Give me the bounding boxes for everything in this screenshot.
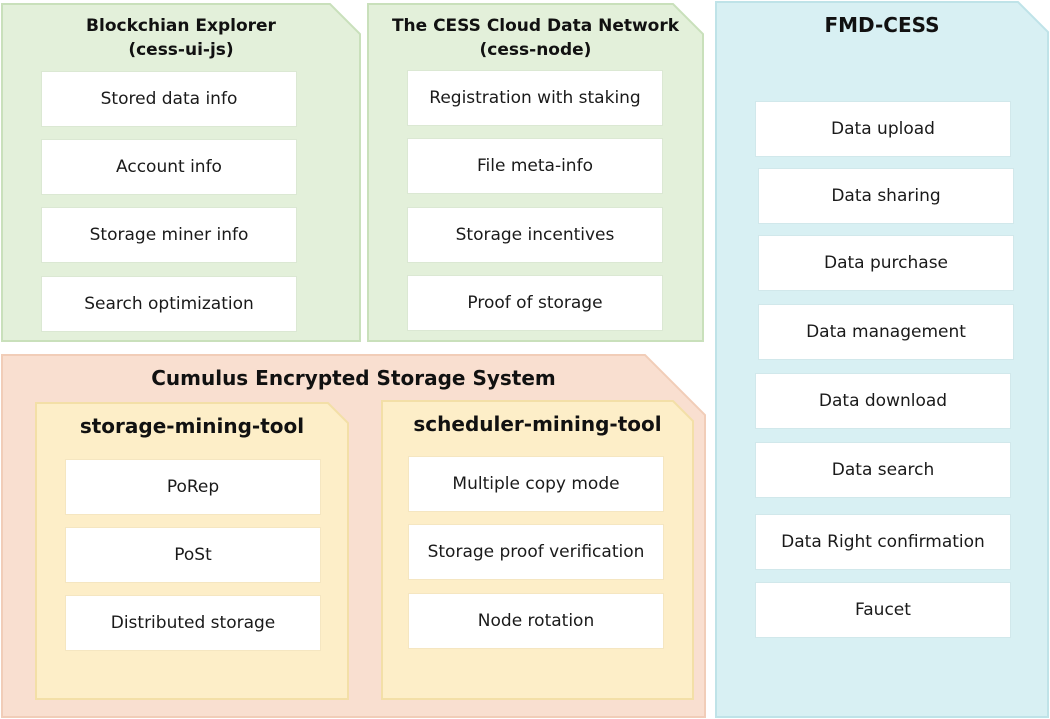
fmd-item-data-search: Data search	[756, 443, 1010, 497]
network-item-file-meta-info: File meta-info	[408, 139, 662, 193]
storage-mining-tool-panel: storage-mining-tool PoRep PoSt Distribut…	[35, 402, 349, 700]
cumulus-title: Cumulus Encrypted Storage System	[151, 366, 556, 390]
blockchain-explorer-title-line2: (cess-ui-js)	[128, 40, 234, 60]
network-item-proof-of-storage: Proof of storage	[408, 276, 662, 330]
explorer-item-stored-data-info: Stored data info	[42, 72, 296, 126]
explorer-item-storage-miner-info: Storage miner info	[42, 208, 296, 262]
storage-tool-item-post: PoSt	[66, 528, 320, 582]
scheduler-tool-item-multiple-copy-mode: Multiple copy mode	[409, 457, 663, 511]
scheduler-mining-tool-title: scheduler-mining-tool	[413, 412, 662, 436]
storage-mining-tool-title: storage-mining-tool	[79, 414, 305, 438]
explorer-item-search-optimization: Search optimization	[42, 277, 296, 331]
fmd-item-data-right-confirmation: Data Right confirmation	[756, 515, 1010, 569]
fmd-item-data-sharing: Data sharing	[759, 169, 1013, 223]
cess-network-title: The CESS Cloud Data Network (cess-node)	[368, 14, 703, 62]
blockchain-explorer-panel: Blockchian Explorer (cess-ui-js) Stored …	[1, 3, 361, 342]
fmd-cess-title: FMD-CESS	[824, 13, 940, 37]
scheduler-tool-item-node-rotation: Node rotation	[409, 594, 663, 648]
scheduler-mining-tool-panel: scheduler-mining-tool Multiple copy mode…	[381, 400, 694, 700]
blockchain-explorer-title-line1: Blockchian Explorer	[86, 16, 276, 36]
storage-tool-item-distributed-storage: Distributed storage	[66, 596, 320, 650]
fmd-item-data-management: Data management	[759, 305, 1013, 359]
fmd-item-data-purchase: Data purchase	[759, 236, 1013, 290]
network-item-storage-incentives: Storage incentives	[408, 208, 662, 262]
cess-network-title-line1: The CESS Cloud Data Network	[391, 16, 680, 36]
cess-network-panel: The CESS Cloud Data Network (cess-node) …	[367, 3, 704, 342]
explorer-item-account-info: Account info	[42, 140, 296, 194]
network-item-registration-with-staking: Registration with staking	[408, 71, 662, 125]
blockchain-explorer-title: Blockchian Explorer (cess-ui-js)	[2, 14, 360, 62]
fmd-item-data-upload: Data upload	[756, 102, 1010, 156]
cess-network-title-line2: (cess-node)	[479, 40, 592, 60]
fmd-item-data-download: Data download	[756, 374, 1010, 428]
fmd-cess-panel: FMD-CESS Data upload Data sharing Data p…	[715, 1, 1049, 718]
fmd-item-faucet: Faucet	[756, 583, 1010, 637]
cumulus-panel: Cumulus Encrypted Storage System storage…	[1, 354, 706, 718]
storage-tool-item-porep: PoRep	[66, 460, 320, 514]
scheduler-tool-item-storage-proof-verification: Storage proof verification	[409, 525, 663, 579]
